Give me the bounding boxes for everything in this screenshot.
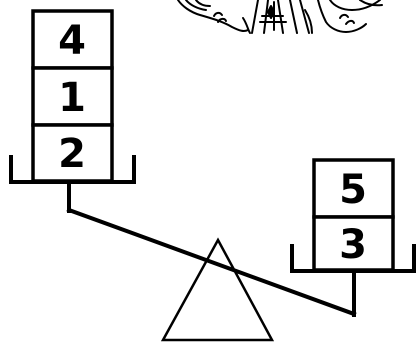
left-block-3-number: 2: [58, 131, 86, 177]
left-block-1-number: 4: [58, 18, 86, 64]
fulcrum-triangle: [163, 240, 272, 340]
right-block-stack: 5 3: [314, 160, 393, 270]
right-block-2-number: 3: [339, 222, 367, 268]
left-block-2-number: 1: [58, 75, 86, 121]
cartoon-character-icon: [178, 0, 382, 33]
right-block-1-number: 5: [339, 167, 367, 213]
left-block-stack: 4 1 2: [33, 11, 112, 181]
